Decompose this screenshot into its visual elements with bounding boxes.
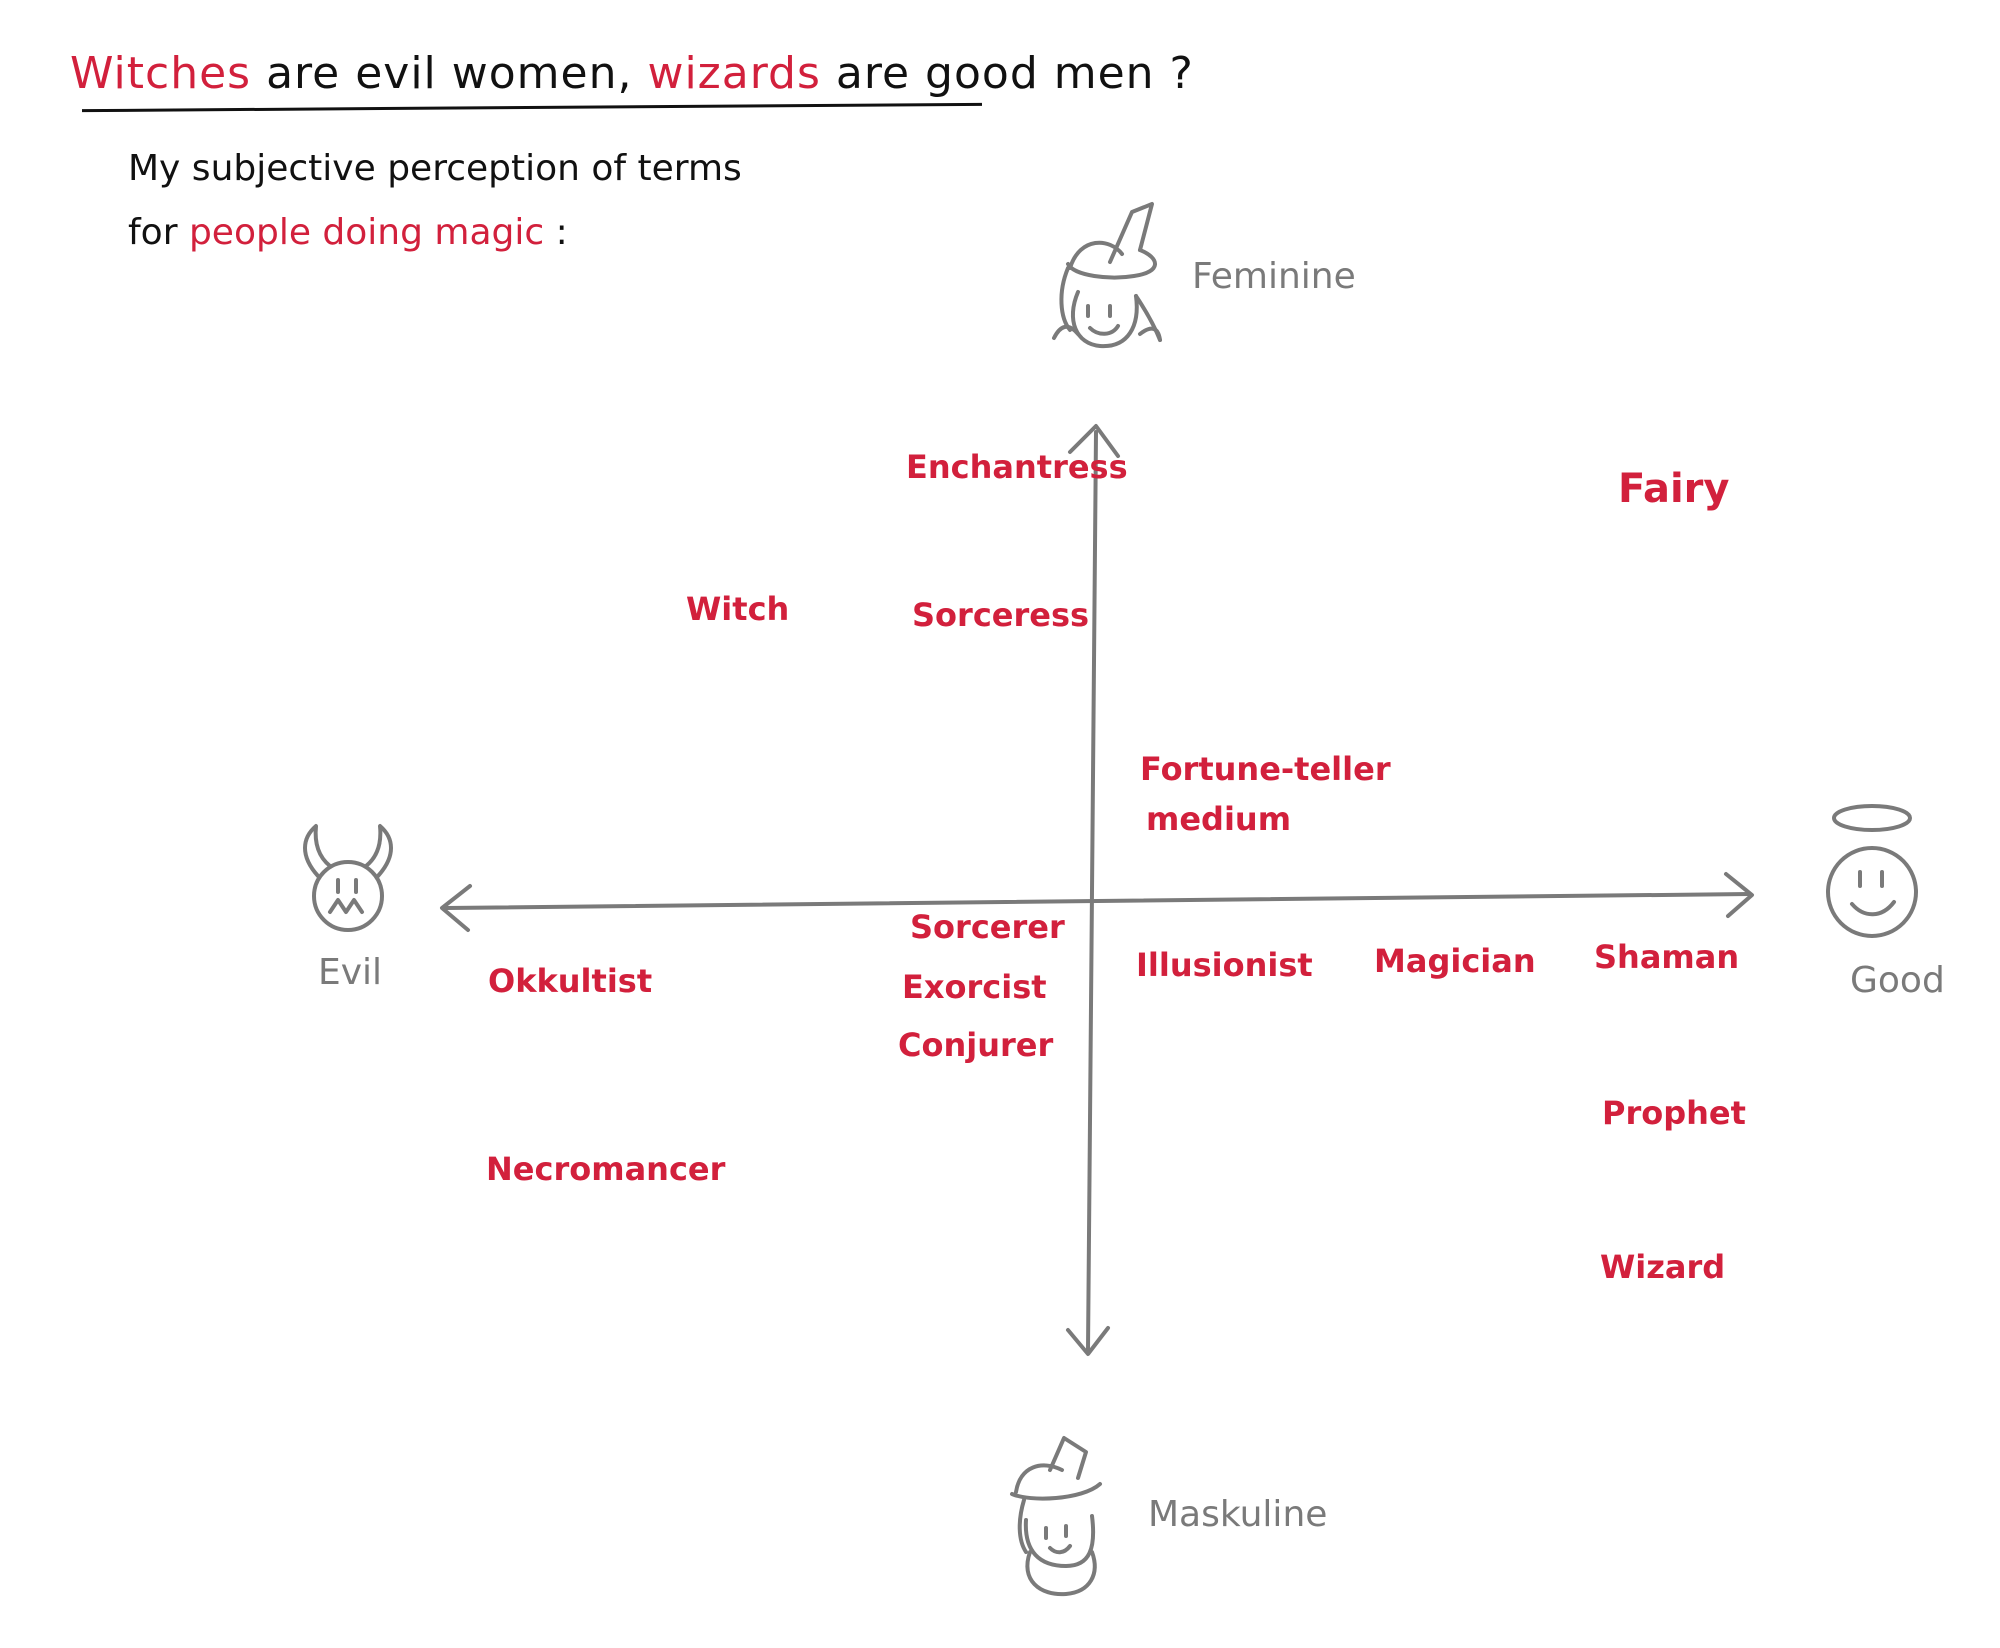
title-witches: Witches: [70, 48, 252, 99]
vertical-axis: [1086, 430, 1098, 1352]
angel-face-icon: [1826, 804, 1918, 938]
term-okkultist: Okkultist: [488, 962, 653, 1000]
title-wizards: wizards: [647, 48, 821, 99]
subtitle-suffix: :: [544, 212, 568, 253]
term-conjurer: Conjurer: [898, 1026, 1054, 1064]
vertical-axis-bottom-arrow: [1066, 1326, 1110, 1356]
term-witch: Witch: [686, 590, 790, 628]
wizard-face-icon: [1010, 1436, 1102, 1597]
subtitle-line-1: My subjective perception of terms: [128, 148, 742, 189]
horizontal-axis-left-arrow: [440, 884, 472, 932]
horizontal-axis: [444, 892, 1752, 910]
term-prophet: Prophet: [1602, 1094, 1746, 1132]
vertical-axis-top-arrow: [1068, 424, 1120, 458]
axis-label-evil: Evil: [318, 952, 383, 993]
page-title: Witches are evil women, wizards are good…: [70, 48, 1194, 99]
term-fortune-teller: Fortune-teller: [1140, 750, 1391, 788]
term-necromancer: Necromancer: [486, 1150, 726, 1188]
axis-label-maskuline: Maskuline: [1148, 1494, 1328, 1535]
term-fairy: Fairy: [1618, 466, 1730, 512]
title-mid: are evil women,: [251, 48, 648, 99]
term-shaman: Shaman: [1594, 938, 1740, 976]
term-wizard: Wizard: [1600, 1248, 1726, 1286]
axis-label-good: Good: [1850, 960, 1945, 1001]
horizontal-axis-right-arrow: [1724, 872, 1754, 918]
term-exorcist: Exorcist: [902, 968, 1047, 1006]
devil-face-icon: [303, 824, 393, 932]
subtitle-line-2: for people doing magic :: [128, 212, 568, 253]
axis-label-feminine: Feminine: [1192, 256, 1356, 297]
title-end: are good men ?: [820, 48, 1194, 99]
term-sorcerer: Sorcerer: [910, 908, 1065, 946]
term-medium: medium: [1146, 800, 1292, 838]
term-sorceress: Sorceress: [912, 596, 1090, 634]
term-illusionist: Illusionist: [1136, 946, 1313, 984]
term-magician: Magician: [1374, 942, 1536, 980]
witch-face-icon: [1052, 202, 1162, 349]
subtitle-prefix: for: [128, 212, 189, 253]
term-enchantress: Enchantress: [906, 448, 1128, 486]
subtitle-highlight: people doing magic: [188, 212, 545, 253]
